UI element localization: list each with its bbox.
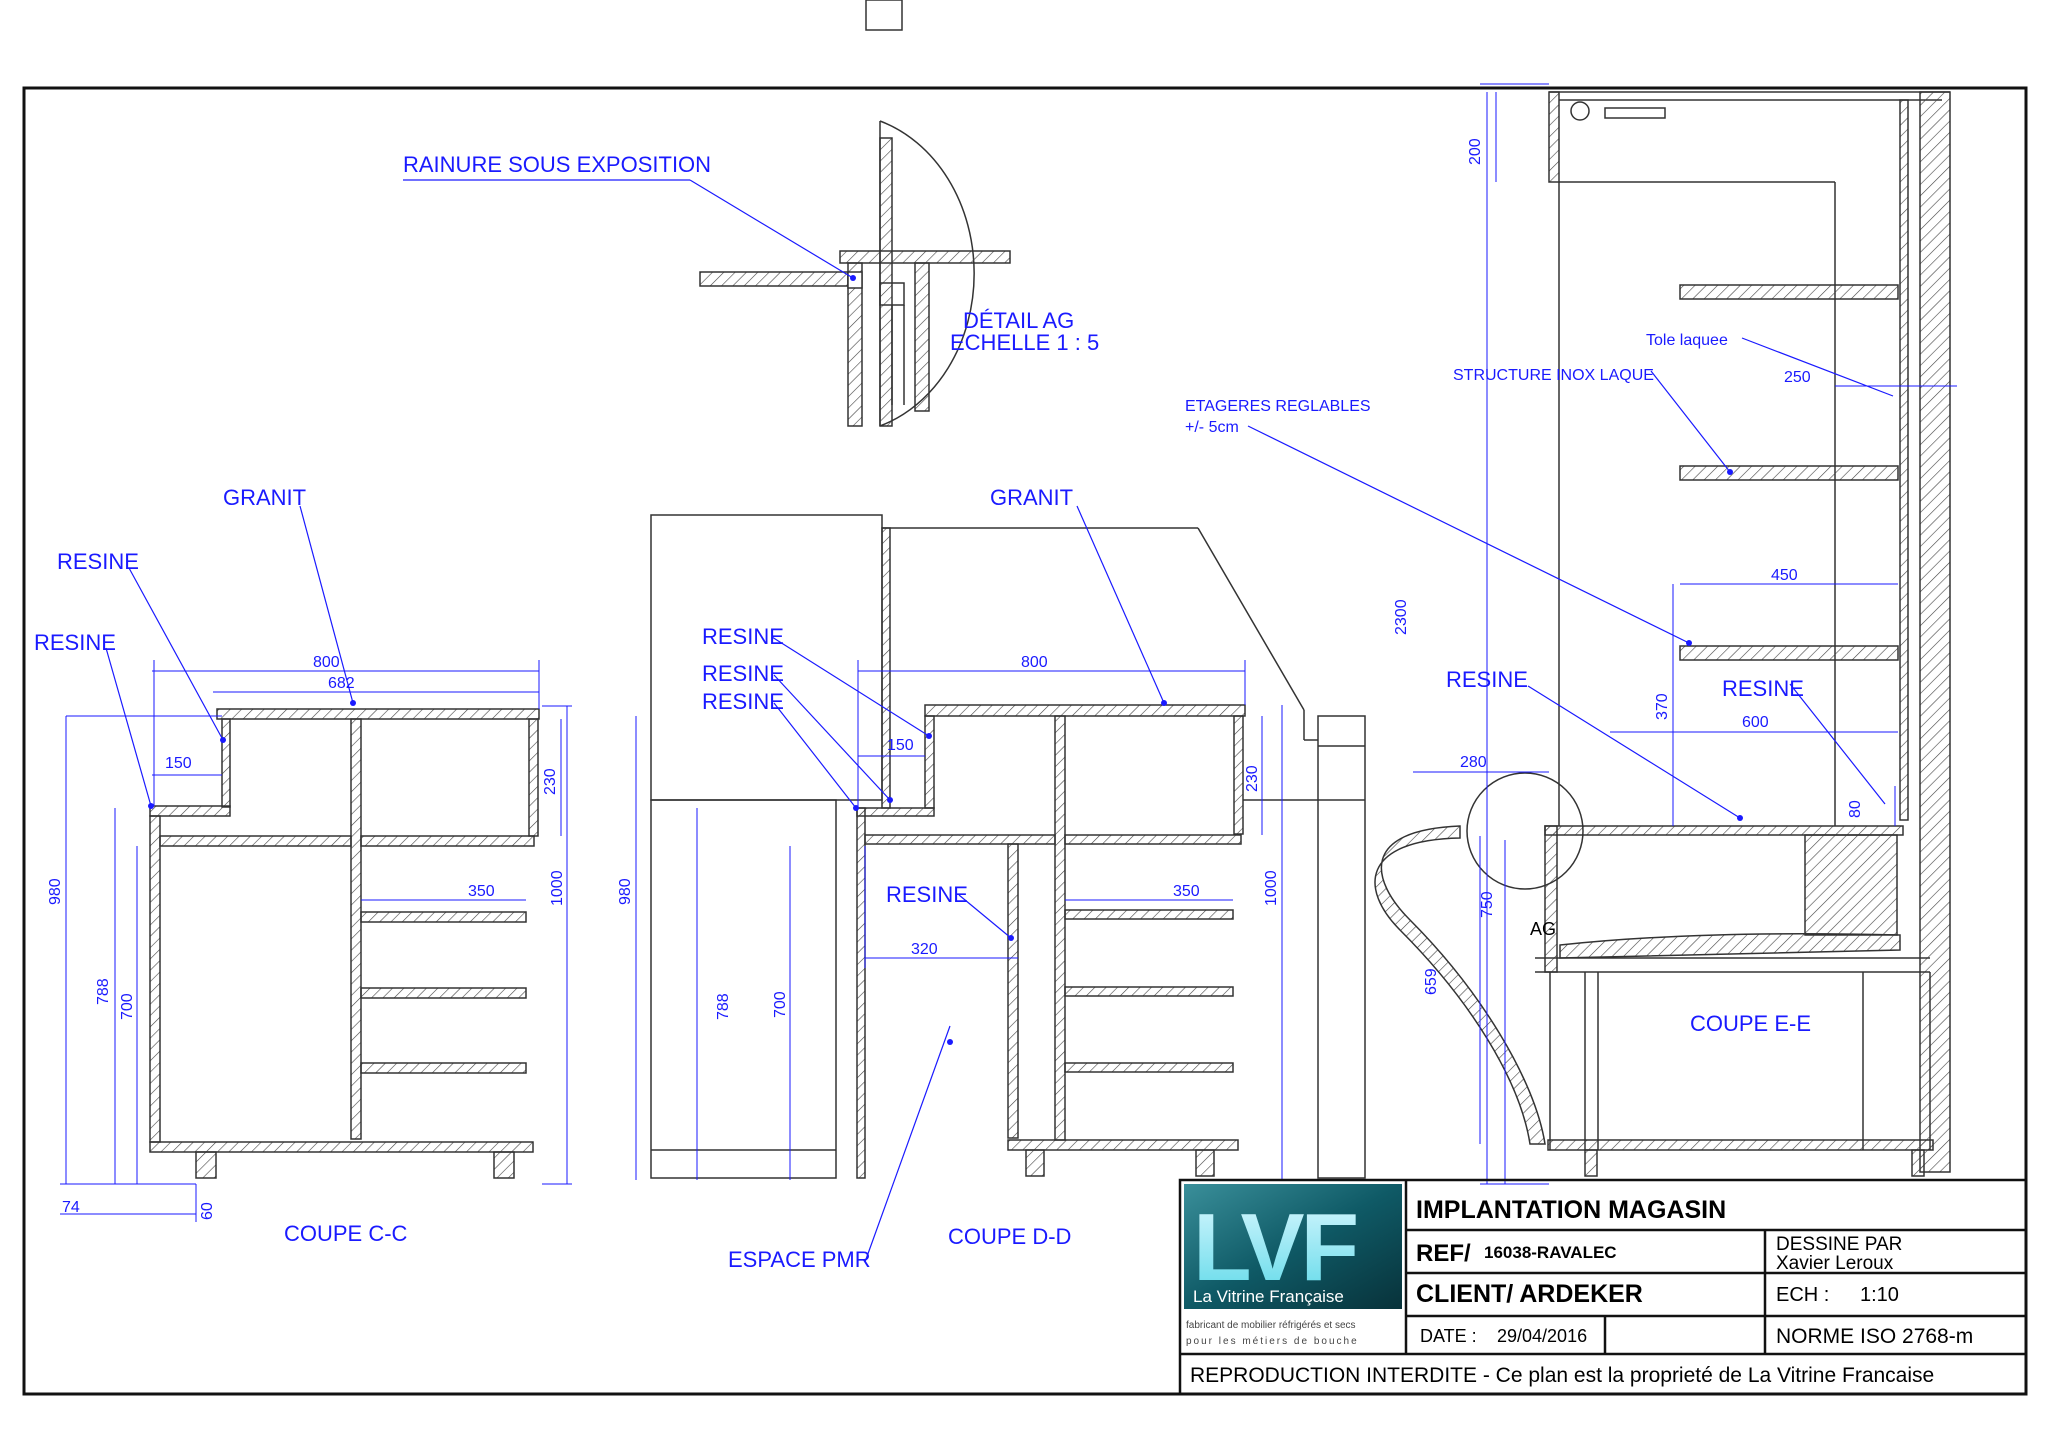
coupe-ee — [1374, 91, 1951, 1177]
detail-ag — [699, 120, 1011, 427]
logo-name: La Vitrine Française — [1193, 1287, 1344, 1306]
label-resine-ee-1: RESINE — [1446, 667, 1528, 692]
label-resine-dd-4: RESINE — [886, 882, 968, 907]
date-label: DATE : — [1420, 1326, 1477, 1346]
client: CLIENT/ ARDEKER — [1416, 1280, 1643, 1308]
label-resine-cc-2: RESINE — [34, 630, 116, 655]
dim-ee-280: 280 — [1460, 754, 1487, 771]
label-granit-cc: GRANIT — [223, 485, 306, 510]
scale-value: 1:10 — [1860, 1284, 1899, 1306]
coupe-dd — [650, 514, 1366, 1179]
detail-ag-title: DÉTAIL AG — [963, 308, 1074, 333]
label-coupe-cc: COUPE C-C — [284, 1221, 408, 1246]
dim-dd-1000: 1000 — [1263, 870, 1280, 906]
dim-cc-150: 150 — [165, 755, 192, 772]
label-coupe-ee: COUPE E-E — [1690, 1011, 1811, 1036]
coupe-cc — [149, 708, 540, 1179]
label-etageres-2: +/- 5cm — [1185, 419, 1239, 436]
dim-dd-320: 320 — [911, 941, 938, 958]
dim-ee-370: 370 — [1654, 693, 1671, 720]
coupe-cc-dims — [60, 660, 572, 1222]
dim-ee-80: 80 — [1847, 800, 1864, 818]
dimension-texts: 800 682 150 350 74 800 150 350 320 250 4… — [62, 369, 1811, 1216]
dim-ee-200: 200 — [1467, 138, 1484, 165]
dim-dd-800: 800 — [1021, 654, 1048, 671]
label-granit-dd: GRANIT — [990, 485, 1073, 510]
drawn-by-label: DESSINE PAR — [1776, 1234, 1902, 1255]
dim-ee-250: 250 — [1784, 369, 1811, 386]
label-resine-ee-2: RESINE — [1722, 676, 1804, 701]
scale-label: ECH : — [1776, 1284, 1829, 1306]
label-espace-pmr: ESPACE PMR — [728, 1247, 871, 1272]
dim-ee-450: 450 — [1771, 567, 1798, 584]
footer-notice: REPRODUCTION INTERDITE - Ce plan est la … — [1190, 1364, 1934, 1387]
dim-dd-980: 980 — [617, 878, 634, 905]
coupe-dd-dims — [635, 660, 1283, 1180]
label-resine-cc-1: RESINE — [57, 549, 139, 574]
dim-cc-74: 74 — [62, 1199, 80, 1216]
detail-ag-scale: ECHELLE 1 : 5 — [950, 330, 1099, 355]
title-block — [1178, 1178, 2028, 1396]
label-resine-dd-3: RESINE — [702, 689, 784, 714]
dim-ee-750: 750 — [1479, 891, 1496, 918]
leader-dots — [148, 275, 1743, 1045]
dim-cc-1000: 1000 — [549, 870, 566, 906]
logo-tag-1: fabricant de mobilier réfrigérés et secs — [1186, 1320, 1356, 1331]
dim-ee-659: 659 — [1423, 968, 1440, 995]
dim-dd-150: 150 — [887, 737, 914, 754]
logo-tag-2: pour les métiers de bouche — [1186, 1336, 1359, 1347]
sheet-tab — [865, 0, 903, 31]
ref-label: REF/ — [1416, 1240, 1471, 1267]
label-ag: AG — [1530, 919, 1556, 939]
label-rainure: RAINURE SOUS EXPOSITION — [403, 152, 711, 177]
leader-lines — [105, 179, 1894, 1263]
dim-dd-700: 700 — [772, 991, 789, 1018]
dim-cc-350: 350 — [468, 883, 495, 900]
dim-ee-600: 600 — [1742, 714, 1769, 731]
label-structure: STRUCTURE INOX LAQUE — [1453, 367, 1654, 384]
dim-cc-788: 788 — [95, 978, 112, 1005]
dim-cc-230: 230 — [542, 768, 559, 795]
dim-dd-230: 230 — [1244, 765, 1261, 792]
dim-dd-788: 788 — [715, 993, 732, 1020]
title-implantation: IMPLANTATION MAGASIN — [1416, 1196, 1726, 1224]
logo-background — [1184, 1184, 1402, 1309]
drawing-frame — [22, 86, 2028, 1396]
label-coupe-dd: COUPE D-D — [948, 1224, 1071, 1249]
label-resine-dd-2: RESINE — [702, 661, 784, 686]
dim-ee-2300: 2300 — [1393, 599, 1410, 635]
dim-cc-60: 60 — [199, 1202, 216, 1220]
logo-letters: LVF — [1193, 1194, 1357, 1301]
norme: NORME ISO 2768-m — [1776, 1325, 1973, 1348]
label-tole: Tole laquee — [1646, 332, 1728, 349]
date-value: 29/04/2016 — [1497, 1326, 1587, 1346]
coupe-ee-dims — [1413, 83, 1957, 1185]
dim-cc-800: 800 — [313, 654, 340, 671]
drawn-by: Xavier Leroux — [1776, 1253, 1894, 1274]
dim-cc-980: 980 — [47, 878, 64, 905]
dim-dd-350: 350 — [1173, 883, 1200, 900]
vertical-dimension-texts: 980 788 700 230 1000 60 980 788 700 230 … — [47, 138, 1864, 1220]
label-resine-dd-1: RESINE — [702, 624, 784, 649]
label-etageres-1: ETAGERES REGLABLES — [1185, 398, 1371, 415]
dim-cc-700: 700 — [119, 993, 136, 1020]
ref-value: 16038-RAVALEC — [1484, 1243, 1617, 1262]
dim-cc-682: 682 — [328, 675, 355, 692]
